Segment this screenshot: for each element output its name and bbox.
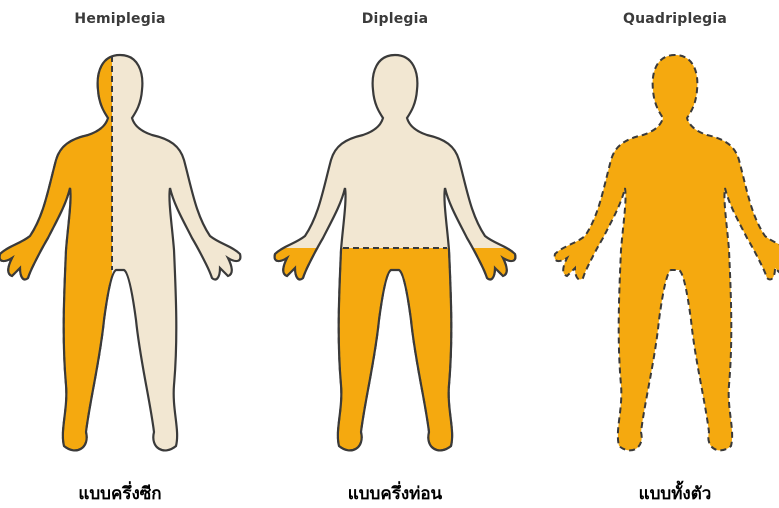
figure-caption-diplegia: แบบครึ่งท่อน — [265, 480, 525, 507]
figure-caption-hemiplegia: แบบครึ่งซีก — [0, 480, 250, 507]
body-diagram-hemiplegia — [0, 0, 250, 480]
affected-area-whole-body — [555, 55, 779, 450]
figure-caption-quadriplegia: แบบทั้งตัว — [545, 480, 779, 507]
figure-quadriplegia: Quadriplegia แบบทั้งตัว — [545, 0, 779, 508]
body-diagram-diplegia — [265, 0, 525, 480]
figure-diplegia: Diplegia แบบครึ่งท่อน — [265, 0, 525, 508]
figure-hemiplegia: Hemiplegia แบบครึ่งซีก — [0, 0, 250, 508]
body-diagram-quadriplegia — [545, 0, 779, 480]
